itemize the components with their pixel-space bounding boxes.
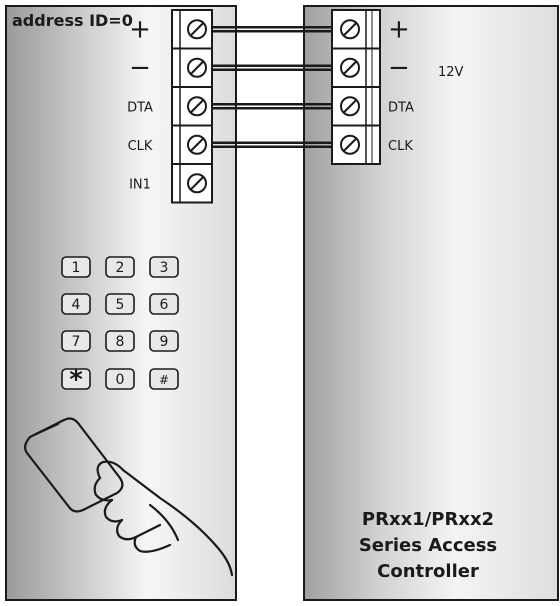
reader-terminal-label: DTA (127, 100, 153, 115)
keypad-key-label: * (69, 365, 83, 395)
controller-name-line-2: Series Access (359, 535, 497, 556)
reader-terminal-label: CLK (128, 139, 153, 154)
keypad-key-label: 2 (116, 260, 125, 276)
reader-terminal-block: + − DTA CLK IN1 (127, 9, 213, 204)
controller-terminal-block: + − DTA CLK (331, 9, 414, 165)
keypad-key-6[interactable]: 6 (149, 293, 179, 315)
keypad-key-star[interactable]: * (61, 365, 91, 395)
reader-terminal-label: + (129, 14, 151, 44)
keypad-key-label: 5 (116, 297, 125, 313)
controller-terminal-label: + (388, 14, 410, 44)
keypad-key-1[interactable]: 1 (61, 256, 91, 278)
keypad-key-4[interactable]: 4 (61, 293, 91, 315)
keypad-key-5[interactable]: 5 (105, 293, 135, 315)
keypad-key-label: 3 (160, 260, 169, 276)
screw-terminal-icon (187, 173, 207, 194)
reader-address-label: address ID=0 (12, 11, 133, 30)
keypad-key-3[interactable]: 3 (149, 256, 179, 278)
keypad-key-label: # (159, 373, 169, 387)
controller-device: + − DTA CLK 12V PRxx1/PRxx2 Series Access C… (303, 5, 559, 601)
keypad-key-label: 6 (160, 297, 169, 313)
screw-terminal-icon (340, 134, 360, 155)
reader-device: address ID=0 + − DTA CLK IN1 1 2 3 4 5 6 7 8 9 * 0 # (5, 5, 237, 601)
controller-terminal-label: CLK (388, 139, 413, 154)
controller-name-line-3: Controller (377, 561, 479, 582)
screw-terminal-icon (187, 134, 207, 155)
keypad-key-label: 9 (160, 334, 169, 350)
keypad-key-7[interactable]: 7 (61, 330, 91, 352)
screw-terminal-icon (340, 57, 360, 78)
reader-terminal-label: IN1 (129, 177, 151, 192)
screw-terminal-icon (340, 96, 360, 117)
keypad-key-label: 7 (72, 334, 81, 350)
voltage-label: 12V (438, 65, 464, 80)
keypad-key-9[interactable]: 9 (149, 330, 179, 352)
controller-terminal-label: DTA (388, 100, 414, 115)
keypad-key-label: 1 (72, 260, 81, 276)
keypad-key-0[interactable]: 0 (105, 368, 135, 390)
keypad-key-2[interactable]: 2 (105, 256, 135, 278)
screw-terminal-icon (187, 57, 207, 78)
controller-name-line-1: PRxx1/PRxx2 (362, 509, 494, 530)
keypad-key-hash[interactable]: # (149, 368, 179, 390)
wires (212, 26, 332, 148)
screw-terminal-icon (340, 19, 360, 40)
keypad-key-label: 8 (116, 334, 125, 350)
controller-terminal-label: − (388, 53, 410, 83)
screw-terminal-icon (187, 19, 207, 40)
reader-terminal-label: − (129, 53, 151, 83)
screw-terminal-icon (187, 96, 207, 117)
keypad-key-label: 0 (116, 372, 125, 388)
card-hand-icon (23, 417, 234, 577)
keypad-key-label: 4 (72, 297, 81, 313)
keypad: 1 2 3 4 5 6 7 8 9 * 0 # (61, 256, 179, 395)
keypad-key-8[interactable]: 8 (105, 330, 135, 352)
